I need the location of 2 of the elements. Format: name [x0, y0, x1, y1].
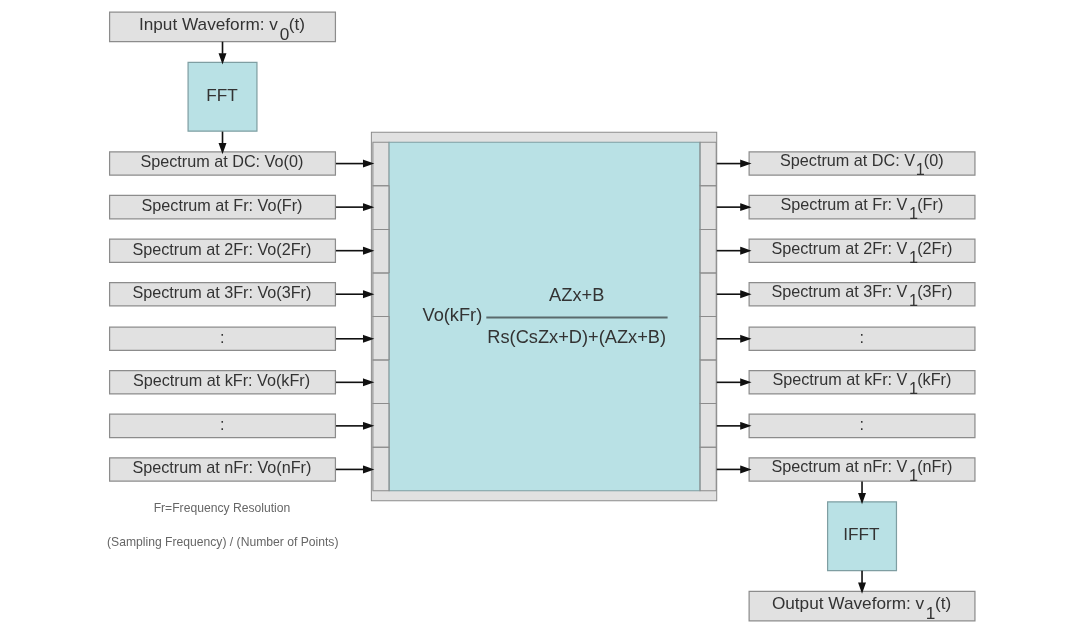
- label: Fr=Frequency Resolution: [153, 501, 290, 516]
- label: (Sampling Frequency) / (Number of Points): [106, 535, 338, 550]
